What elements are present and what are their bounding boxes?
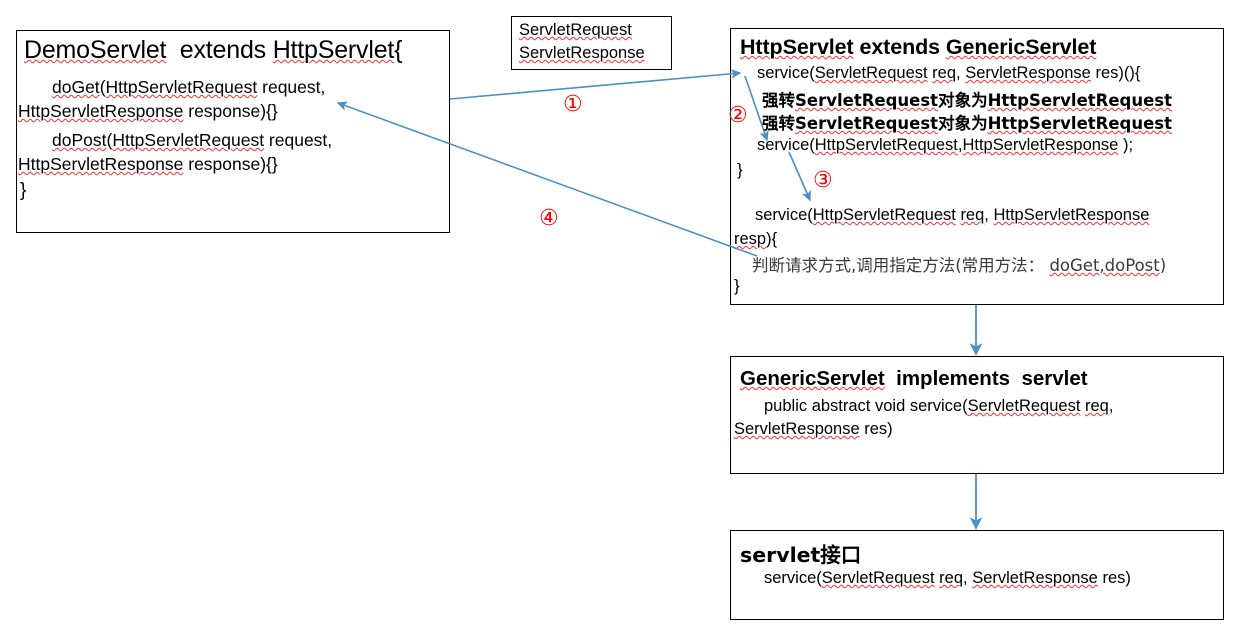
http-servlet-line-2: 强转ServletRequest对象为HttpServletRequest — [762, 91, 1173, 110]
http-servlet-line-9: } — [734, 276, 740, 295]
marker-one: ① — [563, 92, 583, 117]
servlet-interface-title: servlet接口 — [740, 543, 862, 567]
generic-servlet-line-1: public abstract void service(ServletRequ… — [764, 397, 1114, 415]
http-servlet-line-6: service(HttpServletRequest req, HttpServ… — [755, 206, 1150, 224]
servlet-interface-line-1: service(ServletRequest req, ServletRespo… — [764, 569, 1131, 587]
servlet-response-label: ServletResponse — [519, 44, 645, 62]
marker-three: ③ — [813, 168, 833, 193]
demo-servlet-title: DemoServlet extends HttpServlet{ — [24, 36, 403, 64]
http-servlet-line-4: service(HttpServletRequest,HttpServletRe… — [757, 136, 1134, 154]
servlet-types-box[interactable] — [511, 16, 672, 70]
http-servlet-box[interactable] — [730, 28, 1224, 305]
http-servlet-line-5: } — [737, 160, 743, 179]
generic-servlet-title: GenericServlet implements servlet — [740, 367, 1088, 390]
demo-servlet-line-5: } — [20, 180, 27, 201]
generic-servlet-box[interactable] — [730, 356, 1224, 474]
demo-servlet-line-1: doGet(HttpServletRequest request, — [52, 77, 326, 97]
http-servlet-title: HttpServlet extends GenericServlet — [740, 35, 1097, 59]
http-servlet-line-7: resp){ — [734, 230, 778, 248]
servlet-types-line-1: ServletRequest — [519, 21, 632, 40]
marker-four: ④ — [539, 206, 559, 231]
demo-servlet-line-2: HttpServletResponse response){} — [18, 101, 278, 121]
demo-servlet-line-4: HttpServletResponse response){} — [18, 154, 278, 174]
arrow-one — [449, 69, 742, 100]
demo-servlet-line-3: doPost(HttpServletRequest request, — [52, 130, 333, 150]
servlet-types-line-2: ServletResponse — [519, 44, 645, 63]
http-servlet-line-3: 强转ServletRequest对象为HttpServletRequest — [762, 114, 1173, 133]
http-servlet-line-1: service(ServletRequest req, ServletRespo… — [757, 64, 1141, 82]
servlet-interface-box[interactable] — [730, 530, 1224, 620]
http-servlet-line-8: 判断请求方式,调用指定方法(常用方法： doGet,doPost) — [752, 256, 1167, 275]
generic-servlet-line-2: ServletResponse res) — [734, 420, 893, 438]
marker-two: ② — [728, 103, 748, 128]
servlet-request-label: ServletRequest — [519, 21, 632, 39]
